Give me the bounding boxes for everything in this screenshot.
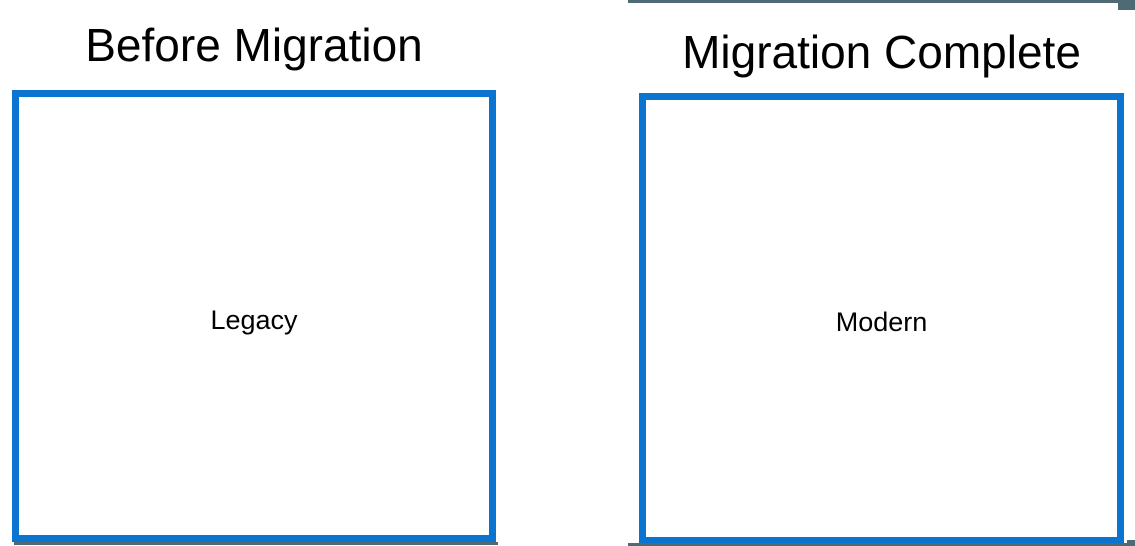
bottom-left-edge-line bbox=[14, 542, 498, 545]
legacy-label: Legacy bbox=[210, 304, 298, 335]
modern-box: Modern bbox=[639, 93, 1124, 544]
modern-label: Modern bbox=[835, 307, 928, 337]
top-edge-line bbox=[628, 0, 1120, 3]
legacy-box: Legacy bbox=[12, 90, 496, 542]
top-right-corner-mark bbox=[1118, 0, 1135, 10]
migration-complete-title: Migration Complete bbox=[682, 26, 1081, 78]
bottom-right-corner-mark bbox=[1127, 540, 1135, 546]
bottom-right-edge-line bbox=[628, 543, 1135, 546]
before-migration-title: Before Migration bbox=[85, 19, 423, 71]
